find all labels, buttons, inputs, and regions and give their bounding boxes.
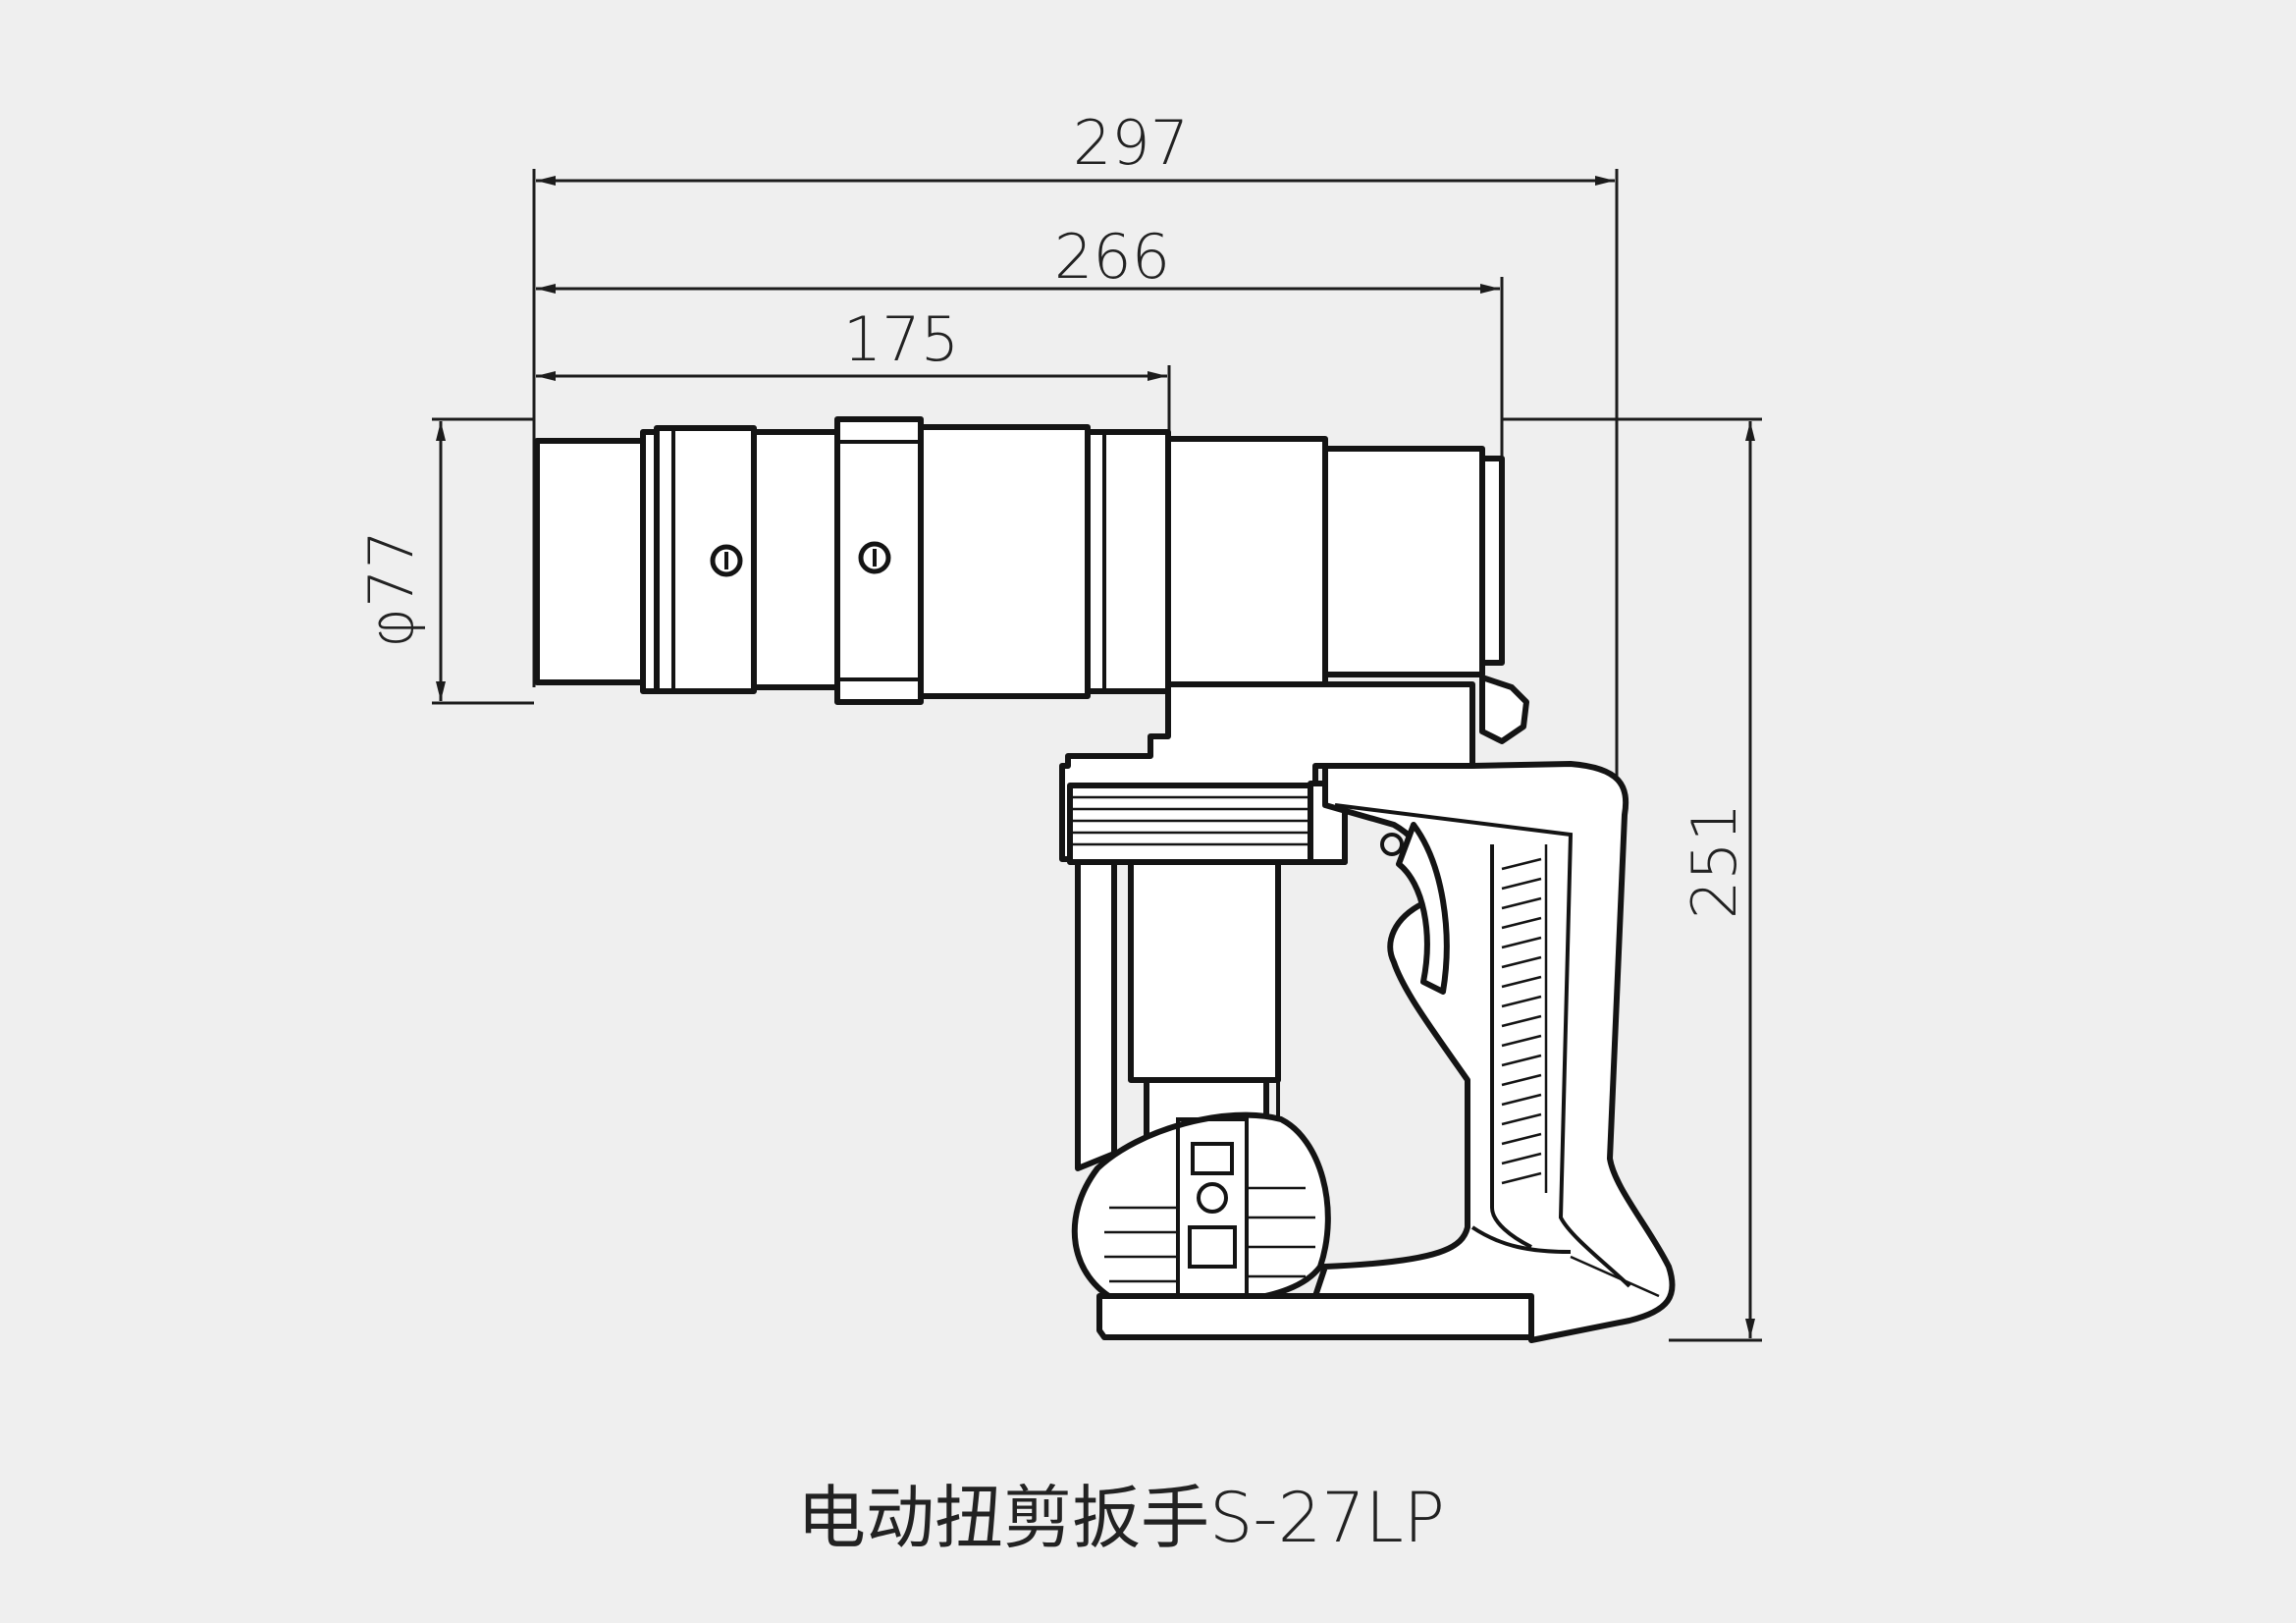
dimension-head-length: 175 — [536, 303, 1171, 442]
dimension-overall-length: 297 — [532, 107, 1619, 864]
overall-length-label: 297 — [1073, 107, 1189, 179]
grip-texture — [1501, 844, 1548, 1193]
dimension-height: 251 — [1502, 417, 1762, 1342]
height-label: 251 — [1679, 803, 1750, 919]
head-length-label: 175 — [843, 303, 959, 375]
product-caption: 电动扭剪扳手S-27LP — [797, 1478, 1445, 1558]
dimension-head-diameter: φ77 — [355, 417, 534, 705]
head-diameter-label: φ77 — [355, 530, 427, 648]
dimension-body-length: 266 — [536, 221, 1504, 461]
body-length-label: 266 — [1054, 221, 1170, 293]
wrench-head — [534, 416, 1505, 705]
wrench-handle — [1312, 761, 1676, 1343]
